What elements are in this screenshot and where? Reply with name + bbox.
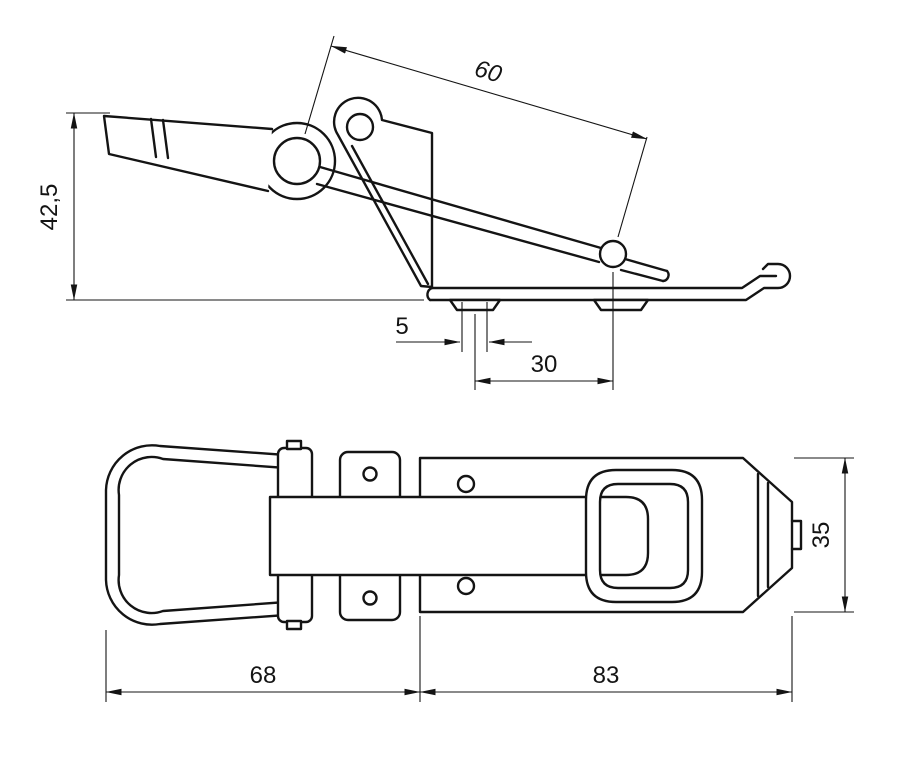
plan-view: [104, 439, 803, 631]
base-plate-left-end: [426, 286, 434, 302]
dim-label-68: 68: [250, 662, 277, 689]
ext-line: [617, 136, 648, 238]
hook-tab: [790, 519, 803, 551]
link-arm-bottom-edge: [315, 182, 601, 264]
side-view: [102, 96, 792, 312]
dim-label-83: 83: [593, 662, 620, 689]
link-arm-top-edge: [318, 165, 603, 250]
dim-label-5: 5: [395, 313, 408, 340]
base-plate-top-edge: [430, 274, 778, 290]
link-stub-top-edge: [623, 257, 669, 273]
dimension-30: 30: [474, 272, 614, 390]
handle-grip-line-2: [161, 118, 170, 160]
main-pivot: [272, 136, 322, 186]
ext-line: [304, 35, 335, 135]
dimension-68: 68: [105, 616, 421, 702]
mounting-foot-left: [448, 298, 502, 312]
link-stub-bottom-edge: [619, 268, 665, 283]
base-plate-bottom-edge-and-hook: [428, 262, 792, 302]
dimension-35: 35: [794, 457, 854, 613]
dimension-83: 83: [419, 616, 793, 702]
pivot-pin-bottom: [362, 590, 378, 606]
dim-label-30: 30: [531, 351, 558, 378]
pivot-pin-top: [362, 466, 378, 482]
handle-grip-line-1: [149, 117, 158, 159]
dimension-42-5: 42,5: [36, 112, 424, 301]
side-view-dimensions: 42,5 60 5 30: [36, 35, 648, 390]
dimension-5: 5: [395, 302, 532, 352]
plate-rivet-bottom: [456, 576, 476, 596]
bail-pin-end-bottom: [285, 619, 303, 631]
dim-line: [330, 45, 648, 140]
plan-view-dimensions: 35 68 83: [105, 457, 854, 702]
dim-label-35: 35: [808, 522, 835, 549]
lever-plate-plan: [268, 495, 650, 577]
plate-rivet-top: [456, 474, 476, 494]
link-end-pivot: [598, 239, 628, 269]
mounting-foot-right: [592, 298, 650, 312]
link-stub-end-cap: [661, 269, 670, 283]
bail-pin-end-top: [285, 439, 303, 451]
dim-label-42-5: 42,5: [36, 184, 63, 231]
dim-label-60: 60: [471, 55, 505, 89]
bracket-bend-edge: [350, 144, 430, 286]
lever-handle: [102, 114, 274, 193]
keeper-loop: [584, 468, 704, 604]
